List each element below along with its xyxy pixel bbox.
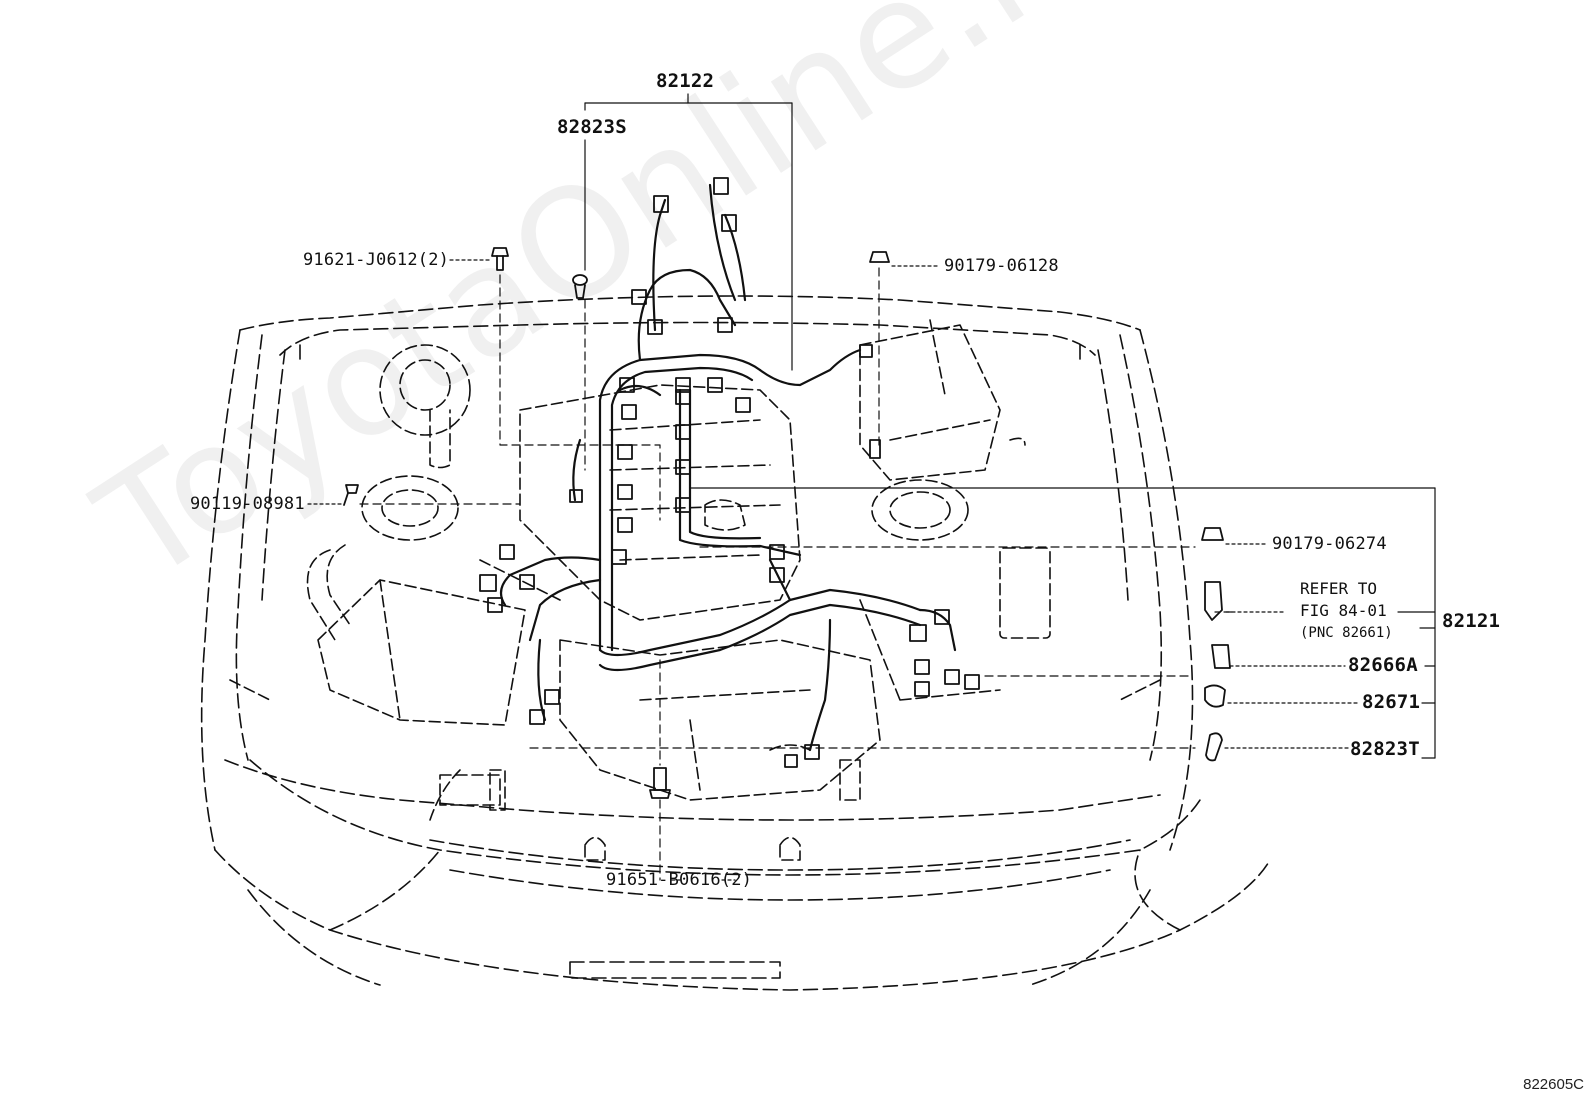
- grommet-icon-82823s: [572, 274, 588, 286]
- part-label-90119-08981[interactable]: 90119-08981: [190, 494, 305, 514]
- leader-lines: [584, 93, 1436, 759]
- part-label-82823t[interactable]: 82823T: [1350, 738, 1420, 760]
- part-label-82671[interactable]: 82671: [1362, 691, 1421, 713]
- refer-note-line2: FIG 84-01: [1300, 601, 1387, 620]
- clamp-icon-82666a: [1211, 644, 1231, 669]
- refer-note-line1: REFER TO: [1300, 579, 1378, 598]
- clip-icon-82661: [1204, 581, 1223, 621]
- dotted-leaders: [307, 259, 1361, 881]
- part-label-90179-06274[interactable]: 90179-06274: [1272, 534, 1387, 554]
- grommet-icon-82823t: [1205, 732, 1223, 762]
- part-label-82121[interactable]: 82121: [1442, 610, 1501, 632]
- part-label-91651-b0616[interactable]: 91651-B0616(2): [606, 870, 753, 890]
- part-label-82122[interactable]: 82122: [656, 70, 715, 92]
- figure-id: 822605C: [1523, 1076, 1584, 1093]
- clamp-icon-82671: [1204, 684, 1226, 708]
- part-label-82666a[interactable]: 82666A: [1348, 654, 1418, 676]
- stud-icon-91651: [653, 767, 667, 791]
- part-label-91621-j0612[interactable]: 91621-J0612(2): [303, 250, 450, 270]
- bolt-icon-91621: [491, 247, 509, 257]
- nut-icon-90179-06274: [1201, 527, 1224, 541]
- bolt-icon-90119: [345, 484, 359, 494]
- car-body-outline: [200, 295, 1271, 991]
- engine-components: [229, 319, 1161, 861]
- fastener-icons: [343, 247, 1231, 799]
- engine-wire-harness: [499, 183, 957, 752]
- dashed-leaders: [359, 267, 1233, 881]
- refer-note-line3: (PNC 82661): [1300, 625, 1393, 641]
- nut-icon-90179-06128: [869, 251, 890, 263]
- part-label-82823s[interactable]: 82823S: [557, 116, 627, 138]
- refer-note[interactable]: REFER TO FIG 84-01 (PNC 82661): [1300, 578, 1393, 644]
- part-label-90179-06128[interactable]: 90179-06128: [944, 256, 1059, 276]
- harness-connectors: [479, 177, 980, 768]
